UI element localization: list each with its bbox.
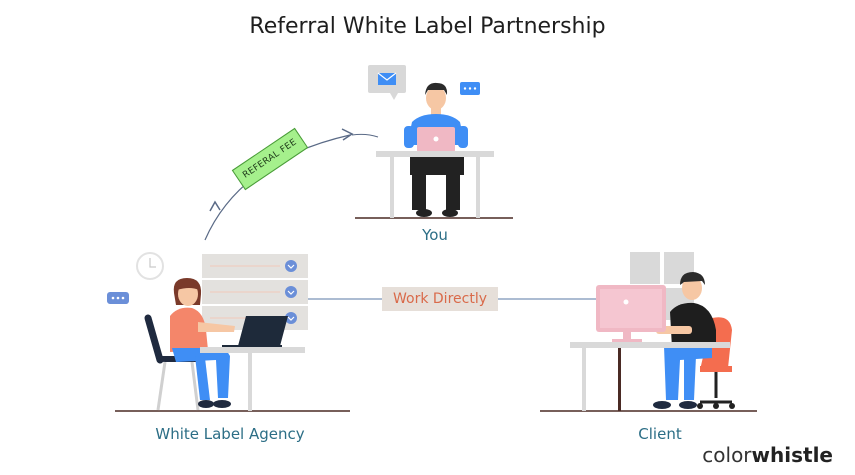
logo-text-whistle: whistle [751,443,833,467]
node-label-agency: White Label Agency [155,425,305,443]
agency-illustration [107,252,350,412]
node-label-you: You [422,226,448,244]
clock-icon [136,252,164,280]
page-title: Referral White Label Partnership [249,14,606,39]
chat-icon [107,292,129,304]
logo-text-color: color [702,443,752,467]
colorwhistle-logo: colorwhistle [702,443,833,467]
work-directly-label: Work Directly [382,287,498,311]
chat-icon [460,82,480,95]
node-label-client: Client [638,425,682,443]
you-illustration [355,65,513,219]
mail-icon [368,65,406,100]
client-illustration [540,252,757,412]
